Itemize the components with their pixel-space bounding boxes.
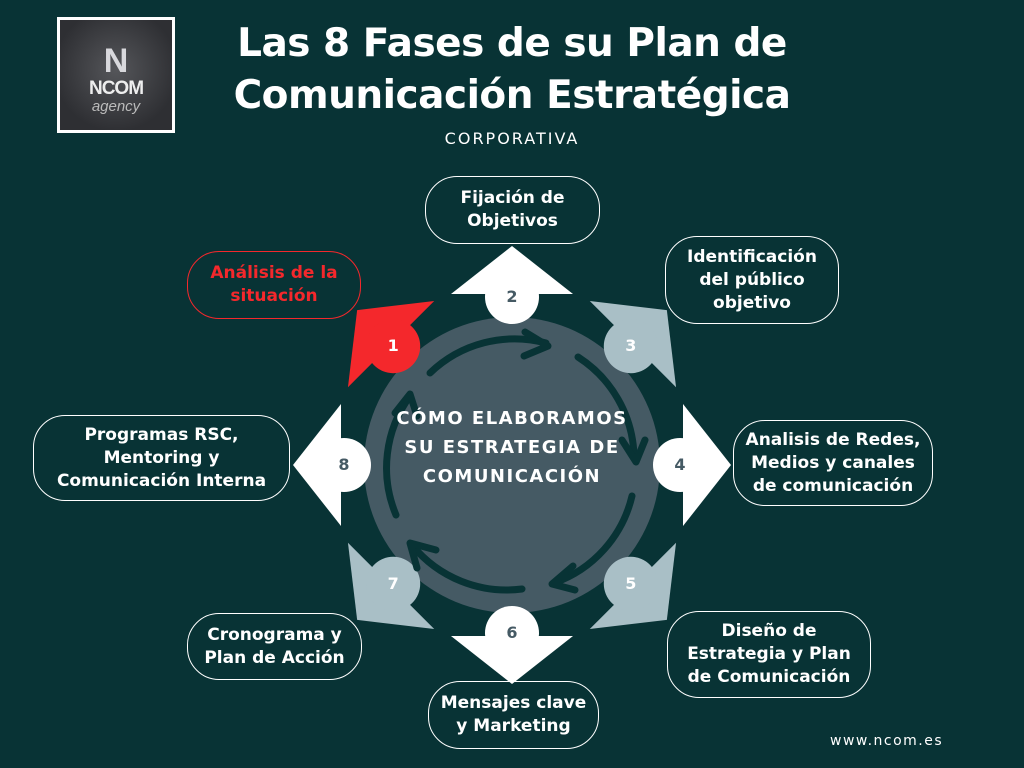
phase-3-number: 3 <box>625 336 637 356</box>
phase-1-number: 1 <box>387 336 399 356</box>
number-circle <box>366 319 421 374</box>
number-circle <box>485 270 539 324</box>
logo-tagline: agency <box>91 98 141 115</box>
phase-2-arrow <box>451 246 573 324</box>
phase-6-number: 6 <box>506 623 518 642</box>
phase-2-number: 2 <box>506 287 518 306</box>
hub-circle <box>364 317 660 613</box>
phase-5-arrow <box>589 542 677 630</box>
number-circle <box>317 438 371 492</box>
ncom-logo: N NCOM agency <box>57 17 175 133</box>
page-title: Las 8 Fases de su Plan de Comunicación E… <box>170 18 854 122</box>
phase-1-label: Análisis de la situación <box>187 251 361 319</box>
phase-8-number: 8 <box>338 455 350 474</box>
logo-letter: N <box>103 42 129 80</box>
website-url[interactable]: www.ncom.es <box>830 733 944 749</box>
phase-3-label: Identificación del público objetivo <box>665 236 839 324</box>
cycle-arc-2 <box>574 353 638 459</box>
phase-2-label: Fijación de Objetivos <box>425 176 600 244</box>
phase-1-arrow <box>347 300 435 388</box>
phase-8-arrow <box>293 404 371 526</box>
number-circle <box>603 556 658 611</box>
phase-4-label: Analisis de Redes, Medios y canales de c… <box>733 420 933 506</box>
cycle-arrowhead-5 <box>391 390 421 420</box>
number-circle <box>653 438 707 492</box>
phase-7-number: 7 <box>387 573 399 593</box>
page-subtitle: CORPORATIVA <box>444 129 580 148</box>
phase-7-label: Cronograma y Plan de Acción <box>187 613 362 680</box>
phase-5-number: 5 <box>625 573 637 593</box>
cycle-arc-4 <box>408 541 526 594</box>
phase-7-arrow <box>347 542 435 630</box>
number-circle <box>603 319 658 374</box>
title-line-2: Comunicación Estratégica <box>233 73 791 118</box>
cycle-arrowhead-4 <box>406 539 440 572</box>
cycle-arrowhead-1 <box>520 328 552 360</box>
phase-4-arrow <box>653 404 731 526</box>
logo-name: NCOM <box>88 78 144 99</box>
cycle-arrowhead-3 <box>548 562 579 594</box>
phase-3-arrow <box>589 300 677 388</box>
number-circle <box>485 606 539 660</box>
phase-8-label: Programas RSC, Mentoring y Comunicación … <box>33 415 290 501</box>
cycle-arrows <box>383 328 649 594</box>
number-circle <box>366 556 421 611</box>
title-line-1: Las 8 Fases de su Plan de <box>237 21 787 66</box>
cycle-arrowhead-2 <box>618 436 649 466</box>
cycle-arc-1 <box>426 335 550 377</box>
center-label: CÓMO ELABORAMOS SU ESTRATEGIA DE COMUNIC… <box>396 408 628 487</box>
phase-4-number: 4 <box>674 455 686 474</box>
cycle-arc-3 <box>550 492 636 587</box>
phase-5-label: Diseño de Estrategia y Plan de Comunicac… <box>667 611 871 698</box>
phase-6-arrow <box>451 606 573 684</box>
phase-6-label: Mensajes clave y Marketing <box>428 681 599 749</box>
